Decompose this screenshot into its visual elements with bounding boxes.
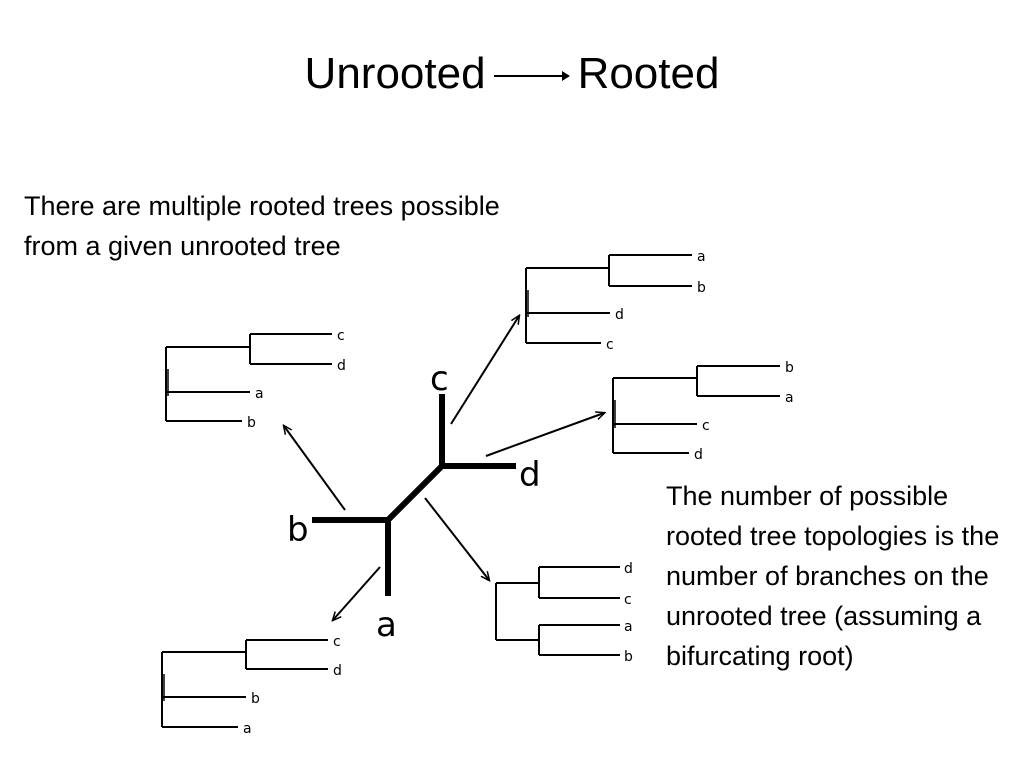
tip-label: d: [624, 561, 633, 577]
unrooted-label-b: b: [287, 510, 309, 550]
intro-text: There are multiple rooted trees possible…: [24, 191, 500, 261]
tip-label: d: [333, 663, 342, 679]
arrow-to-bottom-right-tree: [424, 497, 489, 580]
tip-label: c: [624, 592, 632, 608]
tip-label: d: [337, 358, 346, 374]
tip-label: a: [785, 390, 794, 406]
tip-label: c: [333, 634, 341, 650]
unrooted-label-c: c: [430, 359, 449, 399]
rooted-tree-bottom-left: c d b a: [161, 634, 342, 737]
arrow-to-bottom-left-tree: [333, 566, 381, 620]
tip-label: c: [606, 337, 614, 353]
title-unrooted: Unrooted: [304, 49, 486, 98]
tip-label: a: [243, 721, 252, 737]
tip-label: a: [697, 249, 706, 265]
arrow-to-top-right-tree: [450, 316, 519, 425]
rooted-tree-bottom-right: d c a b: [495, 561, 633, 665]
unrooted-internal-branch: [385, 463, 445, 523]
explanation-text: The number of possible rooted tree topol…: [666, 481, 1000, 671]
tip-label: a: [624, 619, 633, 635]
rooted-tree-left: c d a b: [165, 328, 346, 431]
unrooted-tree: [312, 394, 516, 596]
title-rooted: Rooted: [577, 49, 720, 98]
tip-label: b: [247, 415, 256, 431]
unrooted-label-d: d: [519, 455, 541, 495]
tip-label: c: [337, 328, 345, 344]
arrow-to-left-tree: [284, 426, 346, 511]
tip-label: d: [694, 447, 703, 463]
rooted-tree-top-right: a b d c: [525, 249, 706, 353]
unrooted-label-a: a: [376, 605, 397, 645]
tip-label: b: [624, 649, 633, 665]
tip-label: a: [255, 386, 264, 402]
rooted-tree-mid-right: b a c d: [612, 360, 794, 463]
tip-label: b: [785, 360, 794, 376]
tip-label: d: [615, 307, 624, 323]
slide-title: Unrooted Rooted: [0, 48, 1024, 100]
right-arrow-icon: [493, 71, 570, 82]
tip-label: b: [251, 691, 260, 707]
tip-label: c: [702, 418, 710, 434]
tip-label: b: [697, 280, 706, 296]
arrow-to-mid-right-tree: [485, 413, 604, 457]
